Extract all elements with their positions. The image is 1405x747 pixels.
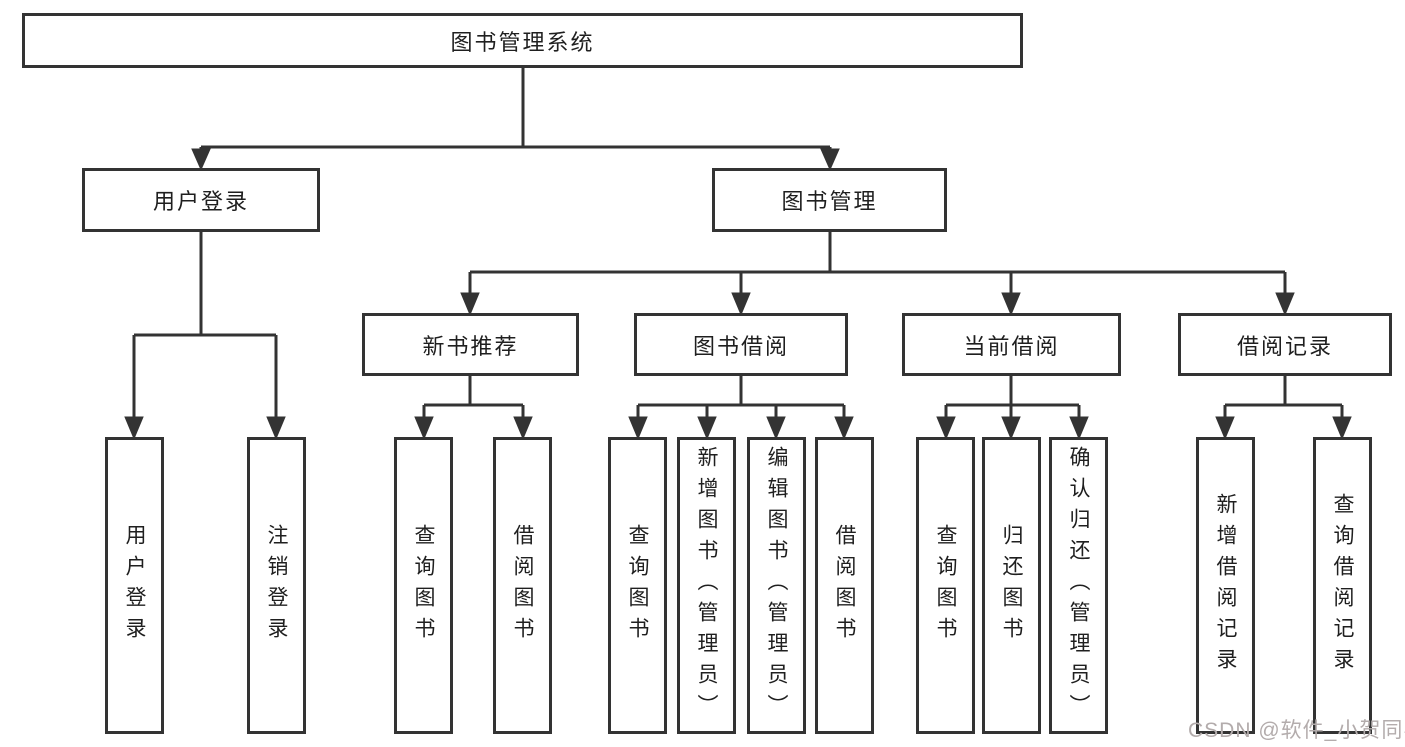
connector-mgmt-to-level3 <box>460 232 1295 316</box>
node-book-management: 图书管理 <box>712 168 947 232</box>
node-new-book-recommend-label: 新书推荐 <box>422 333 519 359</box>
connector-recommend-branch <box>414 376 533 440</box>
node-user-login: 用户登录 <box>82 168 320 232</box>
leaf-logout-label: 注销登录 <box>265 523 288 648</box>
leaf-confirm-return-admin: 确认归还（管理员） <box>1049 437 1108 734</box>
leaf-edit-books-admin: 编辑图书（管理员） <box>747 437 806 734</box>
leaf-add-books-admin: 新增图书（管理员） <box>677 437 736 734</box>
node-borrow-records: 借阅记录 <box>1178 313 1392 376</box>
connector-root-to-level2 <box>191 68 840 171</box>
node-current-borrow-label: 当前借阅 <box>963 333 1060 359</box>
watermark: CSDN @软件_小贺同学 <box>1188 719 1405 742</box>
leaf-user-login-label: 用户登录 <box>123 523 146 648</box>
node-root-label: 图书管理系统 <box>450 29 595 55</box>
leaf-user-login: 用户登录 <box>105 437 164 734</box>
leaf-borrow-books-recommend: 借阅图书 <box>493 437 552 734</box>
leaf-query-books-recommend: 查询图书 <box>394 437 453 734</box>
leaf-borrow-books-recommend-label: 借阅图书 <box>511 523 534 648</box>
node-user-login-label: 用户登录 <box>152 189 249 214</box>
node-book-borrow: 图书借阅 <box>634 313 848 376</box>
leaf-return-books-label: 归还图书 <box>1000 523 1023 648</box>
leaf-query-books-recommend-label: 查询图书 <box>412 523 435 648</box>
leaf-confirm-return-admin-label: 确认归还（管理员） <box>1067 446 1090 725</box>
leaf-query-books-current-label: 查询图书 <box>934 523 957 648</box>
connector-login-branch <box>124 232 286 440</box>
node-current-borrow: 当前借阅 <box>902 313 1121 376</box>
leaf-borrow-books-label: 借阅图书 <box>833 523 856 648</box>
connector-current-branch <box>936 376 1089 440</box>
node-book-borrow-label: 图书借阅 <box>692 333 789 359</box>
node-book-management-label: 图书管理 <box>781 189 878 214</box>
leaf-query-books-borrow-label: 查询图书 <box>626 523 649 648</box>
node-new-book-recommend: 新书推荐 <box>362 313 579 376</box>
leaf-query-books-current: 查询图书 <box>916 437 975 734</box>
leaf-query-books-borrow: 查询图书 <box>608 437 667 734</box>
leaf-query-borrow-record-label: 查询借阅记录 <box>1331 492 1354 679</box>
leaf-edit-books-admin-label: 编辑图书（管理员） <box>765 446 788 725</box>
connector-records-branch <box>1215 376 1352 440</box>
leaf-add-books-admin-label: 新增图书（管理员） <box>695 446 718 725</box>
node-root: 图书管理系统 <box>22 13 1023 68</box>
leaf-borrow-books: 借阅图书 <box>815 437 874 734</box>
connector-borrow-branch <box>628 376 854 440</box>
node-borrow-records-label: 借阅记录 <box>1236 333 1333 359</box>
leaf-query-borrow-record: 查询借阅记录 <box>1313 437 1372 734</box>
leaf-return-books: 归还图书 <box>982 437 1041 734</box>
leaf-logout: 注销登录 <box>247 437 306 734</box>
leaf-add-borrow-record-label: 新增借阅记录 <box>1214 492 1237 679</box>
leaf-add-borrow-record: 新增借阅记录 <box>1196 437 1255 734</box>
